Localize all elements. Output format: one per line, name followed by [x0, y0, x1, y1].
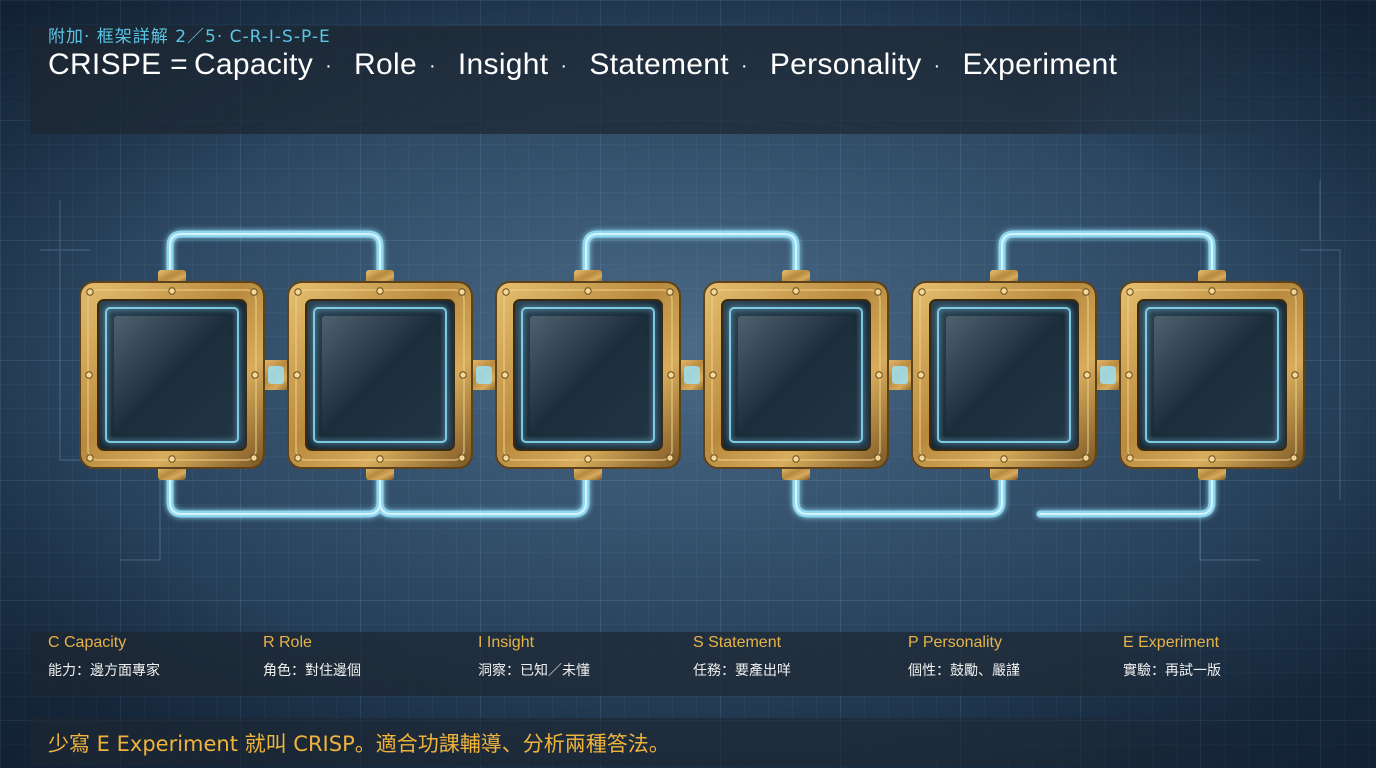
- section-kicker: 附加· 框架詳解 2／5· C-R-I-S-P-E: [48, 27, 331, 47]
- legend-heading: I Insight: [478, 634, 535, 651]
- legend-description: 能力：邊方面專家: [48, 663, 160, 679]
- legend-description: 任務：要產出咩: [693, 663, 791, 679]
- legend-heading: S Statement: [693, 634, 782, 651]
- legend-band: [30, 632, 1280, 696]
- title-term: Statement: [589, 48, 729, 81]
- title-term: Experiment: [962, 48, 1118, 81]
- legend-item-capacity: C Capacity 能力：邊方面專家: [48, 634, 258, 680]
- title-term: Role: [354, 48, 417, 81]
- legend-description: 實驗：再試一版: [1123, 663, 1221, 679]
- legend-heading: C Capacity: [48, 634, 127, 651]
- title-separator: ·: [325, 54, 333, 77]
- footer-band: [30, 718, 1280, 766]
- header-band: [30, 26, 1280, 134]
- title-separator: ·: [933, 54, 941, 77]
- title-term: Insight: [457, 48, 549, 81]
- legend-item-experiment: E Experiment 實驗：再試一版: [1123, 634, 1333, 680]
- title-separator: ·: [560, 54, 568, 77]
- footer-note: 少寫 E Experiment 就叫 CRISP。適合功課輔導、分析兩種答法。: [48, 732, 670, 756]
- legend-heading: E Experiment: [1123, 634, 1220, 651]
- title-term: Personality: [769, 48, 922, 81]
- title-term: Capacity: [193, 48, 314, 81]
- legend-heading: P Personality: [908, 634, 1002, 651]
- legend-item-personality: P Personality 個性：鼓勵、嚴謹: [908, 634, 1118, 680]
- legend-description: 個性：鼓勵、嚴謹: [908, 663, 1020, 679]
- legend-description: 洞察：已知／未懂: [478, 663, 590, 679]
- legend-item-insight: I Insight 洞察：已知／未懂: [478, 634, 688, 680]
- legend-item-statement: S Statement 任務：要產出咩: [693, 634, 903, 680]
- title-separator: ·: [740, 54, 748, 77]
- title-separator: ·: [428, 54, 436, 77]
- title-prefix: CRISPE =: [48, 48, 188, 81]
- page-title: CRISPE =Capacity · Role · Insight · Statement ·…: [48, 48, 1123, 82]
- legend-description: 角色：對住邊個: [263, 663, 361, 679]
- legend-heading: R Role: [263, 634, 312, 651]
- legend-item-role: R Role 角色：對住邊個: [263, 634, 473, 680]
